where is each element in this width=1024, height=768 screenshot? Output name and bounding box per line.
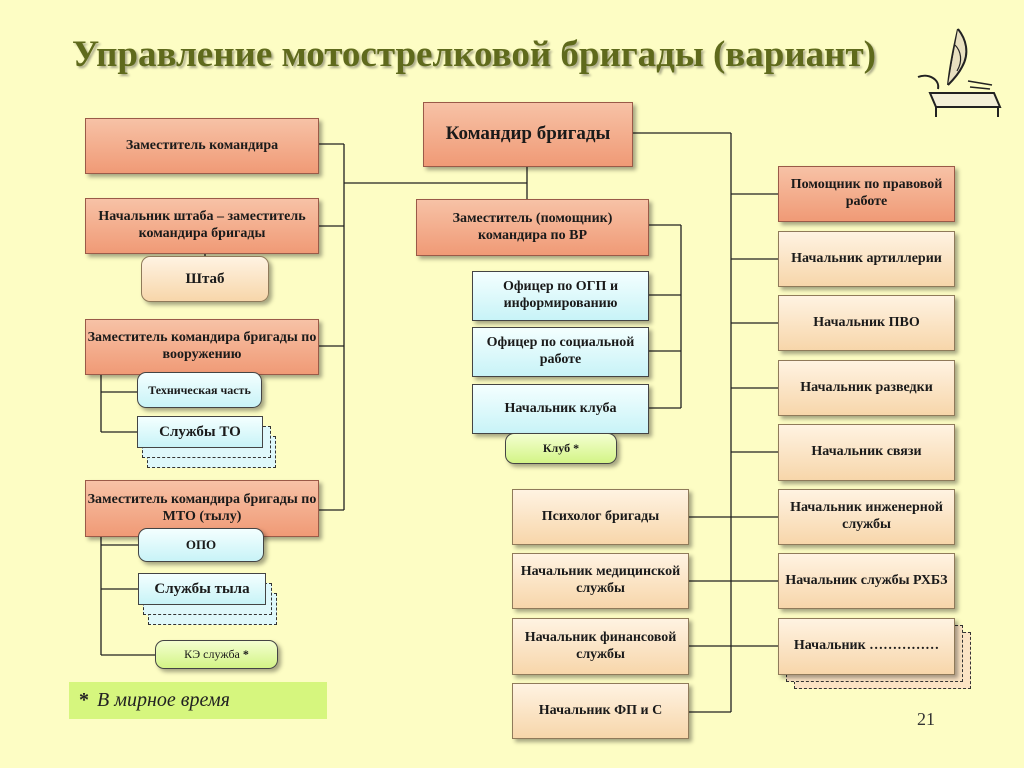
legal-assistant-box: Помощник по правовой работе (778, 166, 955, 222)
finance-chief-box: Начальник финансовой службы (512, 618, 689, 675)
note-text: В мирное время (97, 689, 230, 711)
armament-deputy-box: Заместитель командира бригады по вооруже… (85, 319, 319, 375)
psychologist-box: Психолог бригады (512, 489, 689, 545)
peacetime-note: * В мирное время (69, 682, 327, 719)
signals-chief-box: Начальник связи (778, 424, 955, 481)
engineer-chief-box: Начальник инженерной службы (778, 489, 955, 545)
logistics-deputy-box: Заместитель командира бригады по МТО (ты… (85, 480, 319, 537)
club-label: Клуб (542, 441, 571, 456)
education-deputy-box: Заместитель (помощник) командира по ВР (416, 199, 649, 256)
recon-chief-box: Начальник разведки (778, 360, 955, 416)
opo-box: ОПО (138, 528, 264, 562)
rhbz-chief-box: Начальник службы РХБЗ (778, 553, 955, 609)
fp-chief-box: Начальник ФП и С (512, 683, 689, 739)
artillery-chief-box: Начальник артиллерии (778, 231, 955, 287)
air-defense-chief-box: Начальник ПВО (778, 295, 955, 351)
page-title: Управление мотострелковой бригады (вариа… (72, 34, 876, 75)
social-officer-box: Офицер по социальной работе (472, 327, 649, 377)
ke-service-label: КЭ служба (184, 647, 240, 662)
club-star: * (573, 441, 580, 456)
medical-chief-box: Начальник медицинской службы (512, 553, 689, 609)
ke-service-star: * (242, 647, 249, 662)
staff-box: Штаб (141, 256, 269, 302)
page-number: 21 (917, 709, 935, 729)
rear-services-box: Службы тыла (138, 573, 266, 605)
writing-desk-logo-icon (917, 28, 1002, 117)
chief-of-staff-box: Начальник штаба – заместитель командира … (85, 198, 319, 254)
note-star: * (79, 689, 89, 711)
maintenance-services-box: Службы ТО (137, 416, 263, 448)
technical-unit-box: Техническая часть (137, 372, 262, 408)
deputy-commander-box: Заместитель командира (85, 118, 319, 174)
ogp-officer-box: Офицер по ОГП и информированию (472, 271, 649, 321)
club-box: Клуб * (505, 433, 617, 464)
club-chief-box: Начальник клуба (472, 384, 649, 434)
other-chief-box: Начальник …………… (778, 618, 955, 675)
ke-service-box: КЭ служба * (155, 640, 278, 669)
brigade-commander-box: Командир бригады (423, 102, 633, 167)
